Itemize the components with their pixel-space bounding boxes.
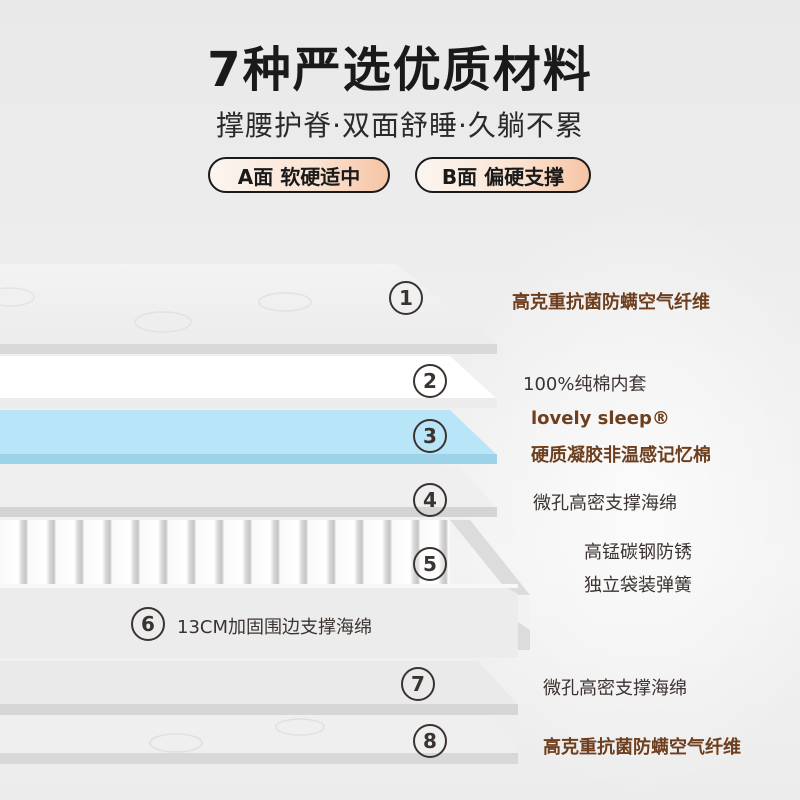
layer-2-label: 100%纯棉内套 [523, 374, 647, 395]
layer-2-cotton-cover: 2 [0, 354, 520, 410]
layer-4-number-badge: 4 [413, 483, 447, 517]
layer-1-shape [0, 264, 497, 354]
page-subtitle: 撑腰护脊·双面舒睡·久躺不累 [216, 109, 584, 142]
layer-5-label-line-2: 独立袋装弹簧 [584, 575, 692, 596]
side-b-badge: B面 偏硬支撑 [415, 157, 591, 193]
layer-1-fiber-top: 1 [0, 252, 520, 354]
page-title: 7种严选优质材料 [207, 42, 593, 98]
layer-8-label: 高克重抗菌防螨空气纤维 [543, 737, 741, 758]
layer-7-number-badge: 7 [401, 667, 435, 701]
layer-3-gel-memory-foam: 3 [0, 410, 520, 468]
layer-3-number-badge: 3 [413, 419, 447, 453]
layer-7-support-foam: 7 [0, 657, 540, 717]
layer-5-label-line-1: 高锰碳钢防锈 [584, 542, 692, 563]
side-a-badge: A面 软硬适中 [208, 157, 390, 193]
layer-7-label: 微孔高密支撑海绵 [543, 678, 687, 699]
layer-2-number-badge: 2 [413, 364, 447, 398]
layer-6-label: 13CM加固围边支撑海绵 [177, 617, 373, 638]
layer-1-number-badge: 1 [389, 281, 423, 315]
layer-8-fiber-bottom: 8 [0, 715, 540, 777]
layer-4-label: 微孔高密支撑海绵 [533, 493, 677, 514]
layer-6-number-badge: 6 [131, 607, 165, 641]
layer-4-support-foam: 4 [0, 465, 520, 520]
layer-5-pocket-springs: 5 [0, 520, 450, 584]
layer-6-edge-support: 6 13CM加固围边支撑海绵 [0, 584, 520, 664]
layer-3-label: 硬质凝胶非温感记忆棉 [531, 445, 711, 466]
layer-8-number-badge: 8 [413, 724, 447, 758]
layer-1-label: 高克重抗菌防螨空气纤维 [512, 292, 710, 313]
layer-8-shape [0, 715, 518, 764]
layer-3-brand: lovely sleep® [531, 408, 670, 429]
layer-5-number-badge: 5 [413, 547, 447, 581]
layer-4-shape [0, 467, 497, 517]
layer-3-shape [0, 410, 497, 464]
layer-6-shape [0, 584, 518, 658]
layer-7-shape [0, 661, 518, 715]
layer-2-shape [0, 356, 497, 408]
